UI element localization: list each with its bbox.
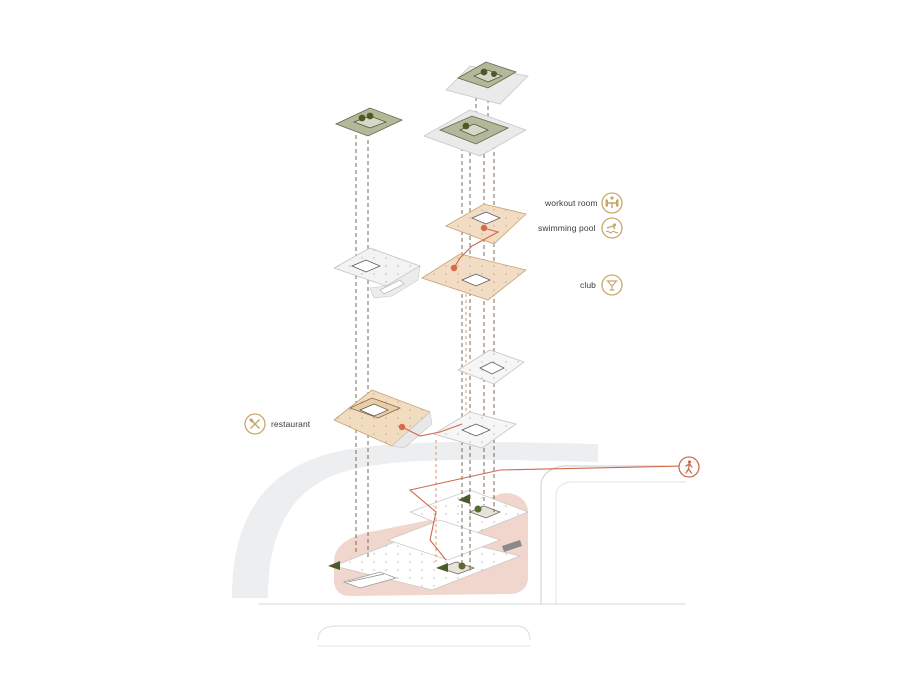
bottom-street-outline (317, 625, 531, 641)
tower-b-fitness-floor (445, 203, 527, 245)
vertical-route-lines (435, 270, 467, 562)
entrance-marker-b (458, 494, 470, 504)
tower-a-restaurant-floor (333, 389, 433, 449)
tower-b-lower-floor (433, 411, 517, 449)
core-ground-a (438, 561, 476, 575)
circulation-route (401, 227, 687, 561)
curved-access-road (232, 441, 598, 598)
entrance-marker-a (328, 561, 340, 570)
entrance-marker-c (436, 563, 448, 572)
tower-b-club-floor (421, 253, 527, 301)
restaurant-label: restaurant (271, 419, 311, 429)
right-road-outline-inner (555, 481, 686, 605)
workout-room-label: workout room (545, 198, 598, 208)
tower-b-top-roof (445, 61, 529, 105)
tower-a-upper-floor (333, 247, 421, 299)
right-road-outline (540, 465, 686, 605)
club-label: club (580, 280, 596, 290)
cutlery-icon (244, 413, 266, 435)
swimming-pool-label: swimming pool (538, 223, 596, 233)
tower-b-mid-floor (457, 349, 525, 385)
swimmer-icon (601, 217, 623, 239)
podium-block (386, 519, 502, 561)
tower-a-roof (334, 107, 404, 137)
tower-b-sky-garden (423, 109, 527, 157)
site-ground-plane (232, 441, 686, 647)
pedestrian-icon (678, 456, 700, 478)
cocktail-glass-icon (601, 274, 623, 296)
dumbbell-icon (601, 192, 623, 214)
